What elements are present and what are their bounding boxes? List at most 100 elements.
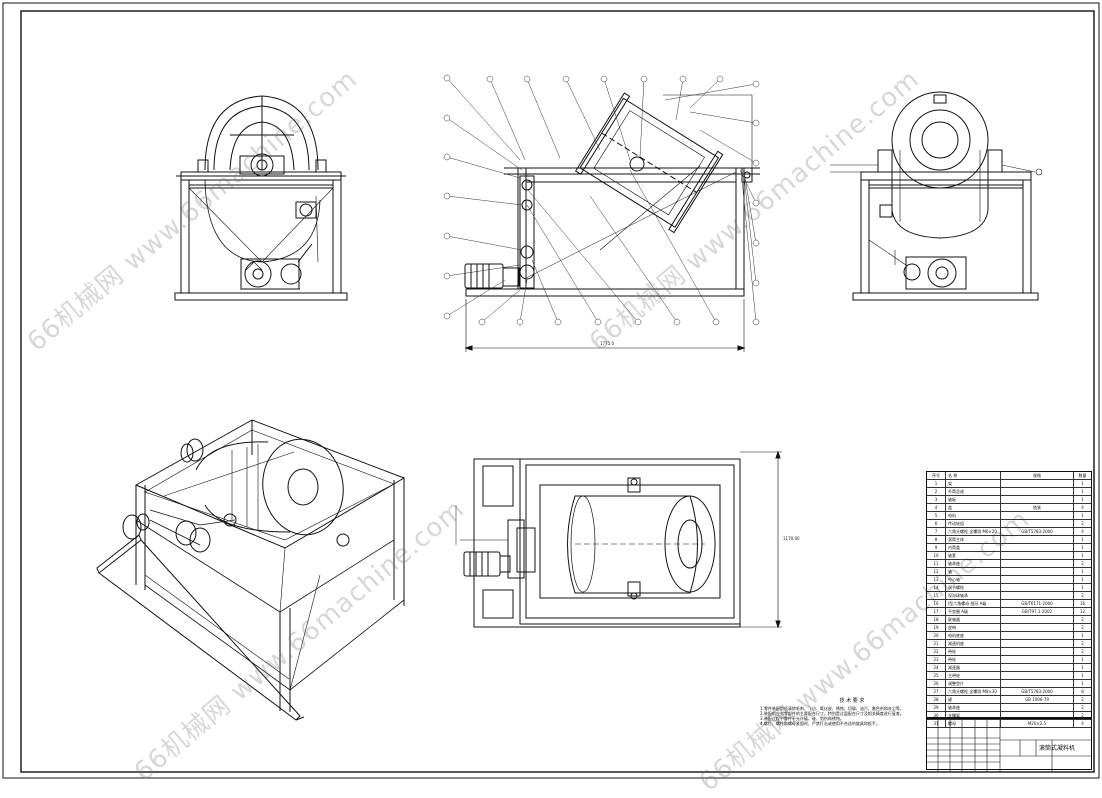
bom-cell-spec [1001,712,1074,719]
bom-cell-no: 6 [927,520,946,527]
bom-cell-qty: 2 [1081,593,1084,598]
bom-cell-no: 9 [927,544,946,551]
bom-cell-qty: 16 [1079,601,1086,606]
bom-cell-qty: 4 [1081,721,1084,726]
leader-line [639,78,645,158]
bom-cell-no: 25 [927,672,946,679]
balloon-marker [523,75,531,83]
bom-cell-spec [1001,648,1074,655]
note-line: 3.装配过程中零件不允许磕、碰、划伤和锈蚀。 [760,716,844,721]
balloon-marker [443,74,451,82]
top-view [455,450,782,629]
bom-cell-spec [1001,488,1074,495]
bom-cell-no: 5 [927,512,946,519]
bom-cell-name: 调节螺栓 [946,584,1001,591]
bom-cell-qty: 1 [1081,577,1084,582]
bom-cell-qty: 12 [1079,609,1086,614]
bom-cell-name: 调整垫片 [946,680,1001,687]
bom-cell-qty: 2 [1081,617,1084,622]
balloon-marker [594,318,602,326]
front-width-dim: 1775.0 [600,341,614,346]
bom-cell-no: 7 [927,528,946,535]
leader-line [446,279,506,317]
bom-cell-qty: 1 [1081,497,1084,502]
bom-cell-spec [1001,536,1074,543]
leader-line [743,175,757,284]
leader-line [446,156,521,179]
note-line: 4.螺钉、螺栓和螺母紧固时，严禁打击或使用不合适的旋具和扳手。 [760,721,880,726]
bom-cell-spec: GB/T97.1-2002 [1001,608,1074,615]
balloon-marker [712,318,720,326]
balloon-leaders [443,74,760,326]
bom-cell-name: 轴承座 [946,560,1001,567]
bom-cell-spec [1001,480,1074,487]
bom-cell-name: 支撑架 [946,712,1001,719]
leader-line [526,204,599,323]
bom-cell-spec [1001,496,1074,503]
bom-cell-name: I型六角螺母 细牙 A级 [946,600,1001,607]
bom-cell-name: 键 [946,696,1001,703]
bom-cell-spec [1001,552,1074,559]
balloon-marker [554,318,562,326]
balloon-marker [478,318,486,326]
bom-cell-no: 1 [927,480,946,487]
bom-cell-no: 17 [927,608,946,615]
balloon-marker [600,75,608,83]
bom-cell-spec [1001,704,1074,711]
notes-title: 技 术 要 求 [839,698,865,704]
balloon-marker [486,75,494,83]
bom-cell-no: 16 [927,600,946,607]
bom-cell-no: 8 [927,536,946,543]
balloon-marker [752,119,760,127]
bom-cell-no: 3 [927,496,946,503]
bom-cell-name: 外筒总成 [946,488,1001,495]
bom-cell-name: 传动轮组 [946,520,1001,527]
bom-cell-spec [1001,584,1074,591]
bom-cell-no: 15 [927,592,946,599]
bom-cell-no: 12 [927,568,946,575]
bom-cell-name: 电机底座 [946,632,1001,639]
balloon-marker [752,159,760,167]
bom-cell-name: 螺母 [946,720,1001,727]
bom-cell-spec: 锁紧 [1001,504,1074,511]
bom-cell-no: 10 [927,552,946,559]
bom-cell-name: 六角头螺栓 全螺纹 M6×20 [946,528,1001,535]
bom-cell-spec [1001,576,1074,583]
bom-cell-qty: 2 [1081,641,1084,646]
balloon-marker [516,318,524,326]
bom-cell-no: 27 [927,688,946,695]
bom-cell-qty: 1 [1081,633,1084,638]
leader-line [689,78,721,109]
leader-line [446,117,523,171]
bom-cell-name: 电机 [946,512,1001,519]
leader-line [446,235,523,251]
bom-cell-qty: 1 [1081,681,1084,686]
bom-cell-name: 带轮 [946,648,1001,655]
balloon-marker [752,199,760,207]
bom-cell-qty: 2 [1081,705,1084,710]
inner-border [20,10,1095,773]
bom-cell-qty: 1 [1081,673,1084,678]
bom-cell-qty: 1 [1081,585,1084,590]
bom-cell-name: 盖 [946,504,1001,511]
leader-line [481,289,521,323]
bom-cell-name: 轴承座 [946,704,1001,711]
right-side-view [830,91,1043,301]
leader-line [519,279,528,323]
